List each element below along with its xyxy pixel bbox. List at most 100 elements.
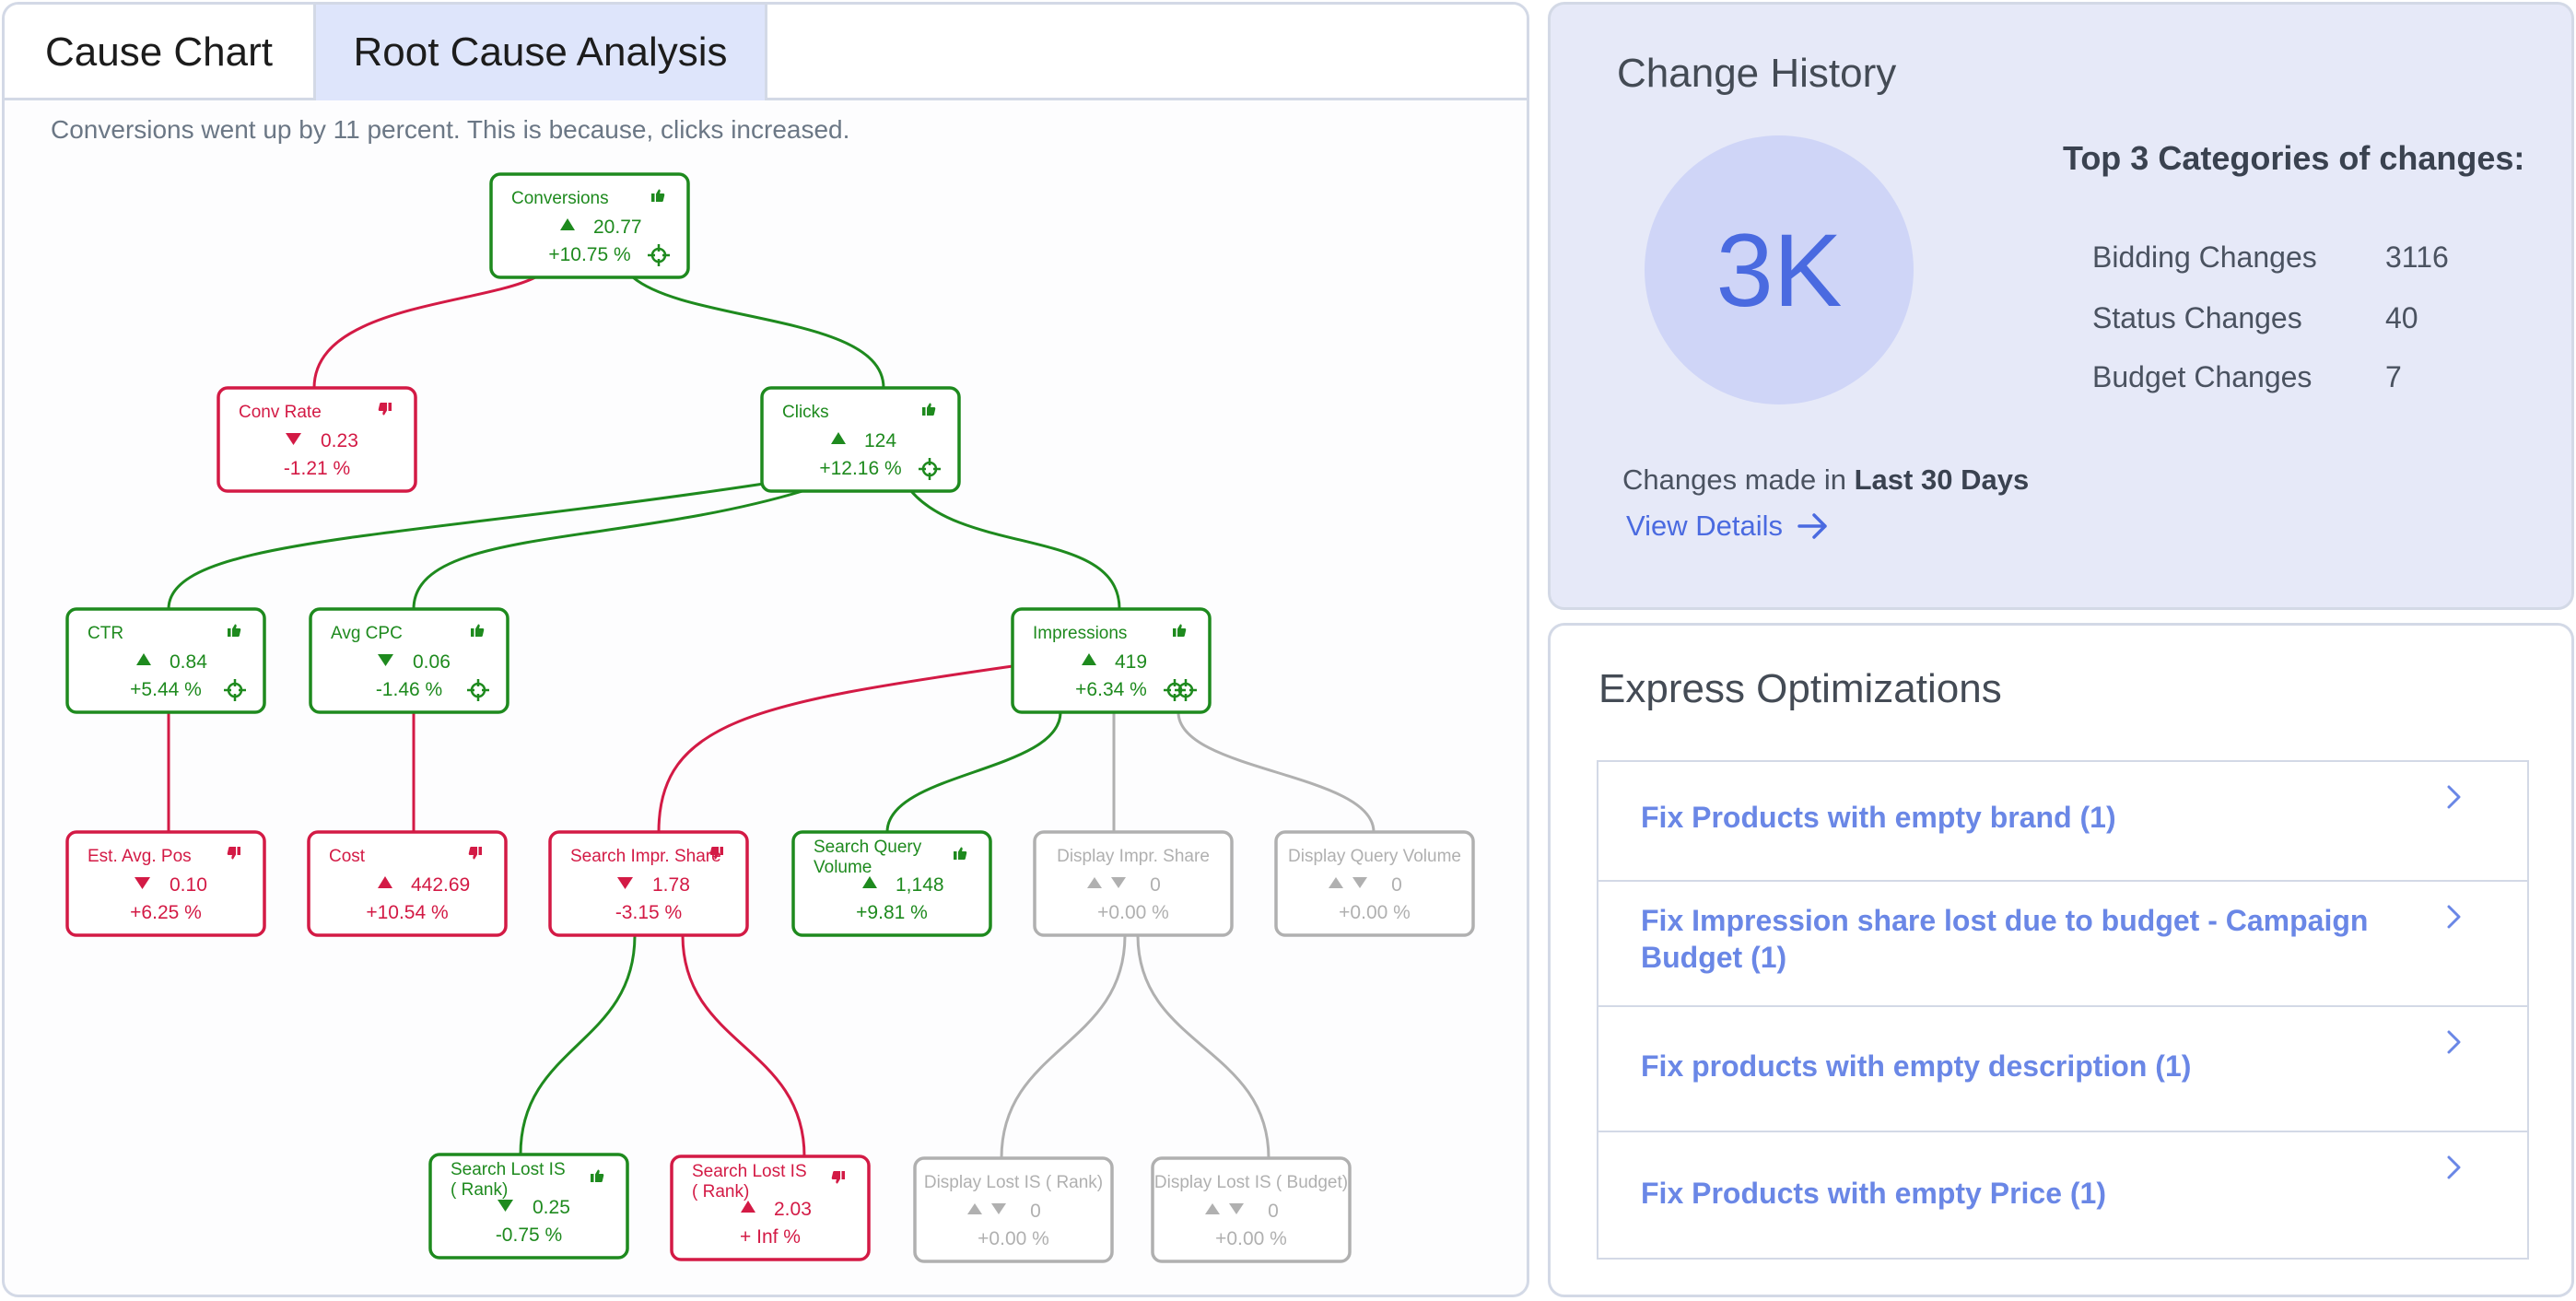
category-name: Status Changes: [2092, 301, 2302, 334]
node-name: Display Lost IS ( Budget): [1154, 1173, 1348, 1192]
node-percent: +12.16 %: [819, 458, 901, 479]
node-value: 0: [1150, 874, 1161, 896]
change-history-card: Change History 3K Top 3 Categories of ch…: [1548, 2, 2574, 610]
node-name: Avg CPC: [331, 624, 403, 643]
node-percent: -1.46 %: [376, 679, 442, 700]
tab-bar: Cause Chart Root Cause Analysis: [5, 5, 1527, 100]
chevron-right-icon: [2447, 905, 2461, 929]
express-optimizations-title: Express Optimizations: [1598, 666, 2002, 711]
trend-down-icon: [135, 877, 150, 889]
change-total-value: 3K: [1715, 212, 1843, 328]
thumbs-up-icon: [954, 847, 967, 860]
focus-target-icon[interactable]: [467, 679, 489, 701]
thumbs-up-icon: [228, 624, 241, 637]
category-count: 3116: [2385, 240, 2449, 274]
tree-node-search_lost_rank[interactable]: Search Lost IS( Rank)0.25-0.75 %: [428, 1153, 629, 1260]
tree-node-ctr[interactable]: CTR 0.84 +5.44 %: [65, 607, 266, 714]
category-count: 7: [2385, 360, 2402, 393]
tree-node-avg_cpc[interactable]: Avg CPC 0.06 -1.46 %: [309, 607, 509, 714]
optimization-item[interactable]: Fix Impression share lost due to budget …: [1598, 882, 2527, 1007]
root-cause-panel: Cause Chart Root Cause Analysis Conversi…: [2, 2, 1529, 1297]
tree-edge: [1000, 934, 1127, 1159]
node-percent: + Inf %: [740, 1226, 801, 1248]
tree-edge: [312, 275, 536, 389]
express-optimizations-card: Express Optimizations Fix Products with …: [1548, 623, 2574, 1297]
node-name: CTR: [88, 624, 123, 643]
node-value: 20.77: [593, 217, 642, 238]
node-name: Search Lost IS: [692, 1162, 807, 1181]
trend-up-icon: [1087, 877, 1102, 888]
node-box: [1033, 830, 1234, 937]
node-value: 419: [1115, 651, 1147, 673]
optimization-label: Fix Products with empty brand (1): [1641, 801, 2116, 834]
node-name: Est. Avg. Pos: [88, 847, 192, 866]
tree-node-search_lost_budget[interactable]: Search Lost IS( Rank)2.03+ Inf %: [670, 1154, 871, 1261]
tab-root-cause-analysis[interactable]: Root Cause Analysis: [316, 5, 767, 100]
node-percent: +0.00 %: [1097, 902, 1169, 923]
trend-up-icon: [378, 876, 392, 888]
analysis-summary: Conversions went up by 11 percent. This …: [51, 115, 850, 144]
view-details-link[interactable]: View Details: [1626, 510, 1829, 543]
tree-edge: [632, 275, 885, 389]
focus-target-icon[interactable]: [919, 458, 941, 480]
node-box: [65, 830, 266, 937]
trend-down-icon: [286, 433, 301, 445]
node-percent: +6.25 %: [130, 902, 202, 923]
optimization-item[interactable]: Fix products with empty description (1): [1598, 1007, 2527, 1132]
trend-down-icon: [1352, 877, 1367, 888]
tab-cause-chart[interactable]: Cause Chart: [5, 5, 316, 100]
tree-edge: [519, 934, 637, 1155]
node-box: [1011, 607, 1212, 714]
optimization-item[interactable]: Fix Products with empty Price (1): [1598, 1132, 2527, 1258]
tree-edge: [167, 482, 765, 610]
node-value: 1,148: [896, 874, 944, 896]
node-name: Display Lost IS ( Rank): [924, 1173, 1103, 1192]
node-value: 0: [1268, 1201, 1279, 1222]
node-percent: +5.44 %: [130, 679, 202, 700]
trend-down-icon: [1229, 1203, 1244, 1214]
node-box: [670, 1154, 871, 1261]
change-period: Changes made in Last 30 Days: [1622, 463, 2029, 497]
category-name: Budget Changes: [2092, 360, 2313, 393]
change-period-prefix: Changes made in: [1622, 463, 1846, 496]
tree-edge: [412, 489, 803, 610]
trend-up-icon: [862, 876, 877, 888]
focus-target-icon[interactable]: [648, 244, 670, 266]
trend-up-icon: [831, 432, 846, 444]
node-value: 1.78: [652, 874, 690, 896]
node-box: [913, 1156, 1114, 1263]
node-value: 0.06: [413, 651, 451, 673]
node-name: Cost: [329, 847, 366, 866]
node-name: ( Rank): [692, 1182, 749, 1201]
node-name: Clicks: [782, 403, 829, 422]
tree-edge: [681, 934, 806, 1157]
focus-target-icon[interactable]: [1175, 679, 1197, 701]
node-name: Volume: [814, 858, 872, 877]
node-value: 0.84: [170, 651, 207, 673]
thumbs-up-icon: [471, 624, 485, 637]
trend-up-icon: [136, 653, 151, 665]
optimization-item[interactable]: Fix Products with empty brand (1): [1598, 762, 2527, 882]
node-percent: -3.15 %: [615, 902, 682, 923]
tree-edge: [1177, 711, 1376, 833]
node-value: 442.69: [411, 874, 470, 896]
thumbs-up-icon: [1173, 624, 1187, 637]
node-value: 0: [1030, 1201, 1041, 1222]
optimization-label: Fix Products with empty Price (1): [1641, 1177, 2106, 1210]
thumbs-up-icon: [651, 189, 665, 202]
focus-target-icon[interactable]: [224, 679, 246, 701]
tree-node-display_lost_budget[interactable]: Display Lost IS ( Budget)0+0.00 %: [1151, 1156, 1352, 1263]
trend-up-icon: [1082, 653, 1096, 665]
tree-node-display_lost_rank[interactable]: Display Lost IS ( Rank)0+0.00 %: [913, 1156, 1114, 1263]
